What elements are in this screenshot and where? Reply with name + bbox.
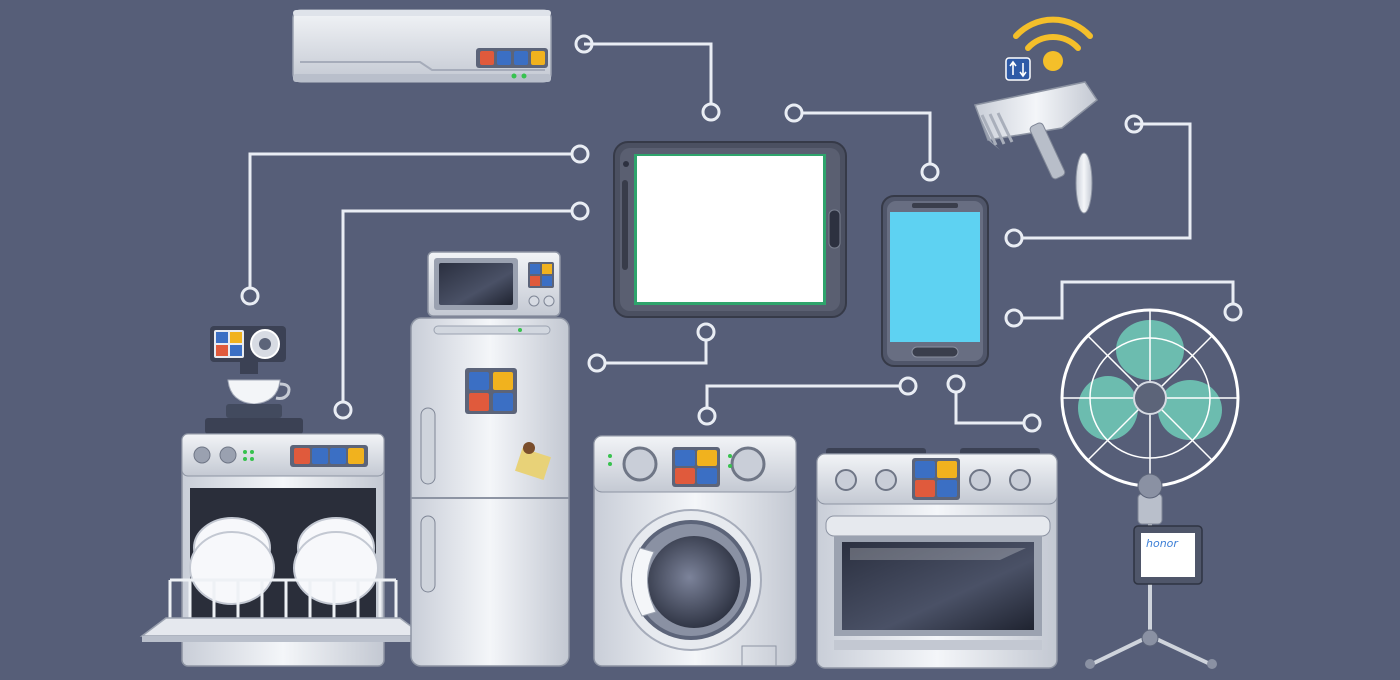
- ac-control-panel: [476, 48, 548, 68]
- fan: honor: [1060, 308, 1240, 669]
- link-tablet-phone: [802, 111, 932, 164]
- link-washer-oven: [705, 384, 900, 408]
- link-ac-tablet: [584, 42, 713, 104]
- tablet-screen: [637, 156, 823, 302]
- link-dishwasher-tablet-2: [341, 209, 572, 402]
- brand-label: honor: [1146, 537, 1179, 550]
- connection-lines: [240, 34, 1243, 433]
- oven: [816, 448, 1058, 669]
- washing-machine: [593, 435, 797, 667]
- smartphone: [881, 195, 989, 367]
- air-conditioner: [292, 9, 552, 83]
- dishwasher: [139, 433, 427, 667]
- coffee-machine: [205, 326, 303, 434]
- wifi-icon: [1013, 16, 1093, 71]
- sticky-note: [515, 442, 551, 481]
- link-camera-phone: [1022, 122, 1192, 240]
- security-camera: [973, 81, 1099, 214]
- transfer-arrows-icon: [1005, 57, 1031, 81]
- link-fan-phone: [1022, 280, 1235, 320]
- link-fridge-tablet: [605, 340, 708, 365]
- microwave: [427, 251, 561, 317]
- phone-screen: [890, 212, 980, 342]
- fridge-control-panel: [465, 368, 517, 414]
- refrigerator: [410, 317, 570, 667]
- oven-control-panel: [912, 458, 960, 500]
- link-oven-fan: [954, 392, 1024, 425]
- dish-plates: [189, 517, 379, 605]
- dish-rack: [168, 578, 398, 620]
- washer-control-panel: [672, 447, 720, 487]
- fan-display: honor: [1133, 525, 1203, 585]
- dishwasher-control-panel: [290, 445, 368, 467]
- link-dishwasher-tablet: [248, 152, 572, 288]
- tablet: [613, 141, 847, 318]
